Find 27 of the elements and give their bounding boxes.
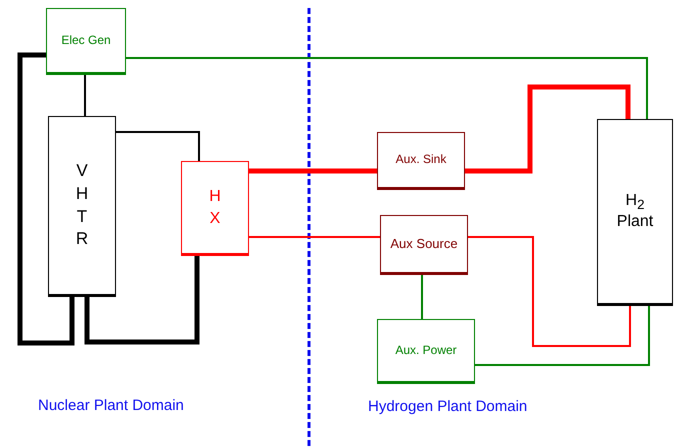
pipe-line — [249, 168, 377, 174]
pipe-line — [465, 84, 630, 174]
pipe-line — [18, 52, 74, 346]
pipe-line — [421, 275, 423, 319]
component-box — [377, 132, 465, 190]
pipe-line — [475, 306, 650, 366]
component-box — [181, 161, 249, 256]
component-label: Aux Source — [390, 236, 458, 252]
component-label: H$_{2}$ Plant — [616, 192, 654, 231]
component-box — [380, 215, 468, 275]
component-box — [48, 116, 116, 297]
pipe-line — [116, 131, 200, 161]
pipe-line — [249, 236, 380, 238]
component-box — [377, 319, 475, 384]
component-label: VHTR — [74, 160, 90, 250]
domain-label: Hydrogen Plant Domain — [368, 398, 528, 415]
component-box — [597, 119, 673, 306]
domain-label: Nuclear Plant Domain — [38, 397, 184, 414]
pipe-line — [126, 57, 648, 119]
component-label: Aux. Sink — [396, 153, 446, 167]
pipe-line — [84, 256, 200, 344]
component-box — [46, 8, 126, 75]
pipe-line — [84, 75, 86, 116]
pipe-line — [468, 236, 631, 347]
component-label: Aux. Power — [395, 344, 457, 358]
component-label: HX — [208, 186, 222, 228]
component-label: Elec Gen — [61, 34, 111, 48]
